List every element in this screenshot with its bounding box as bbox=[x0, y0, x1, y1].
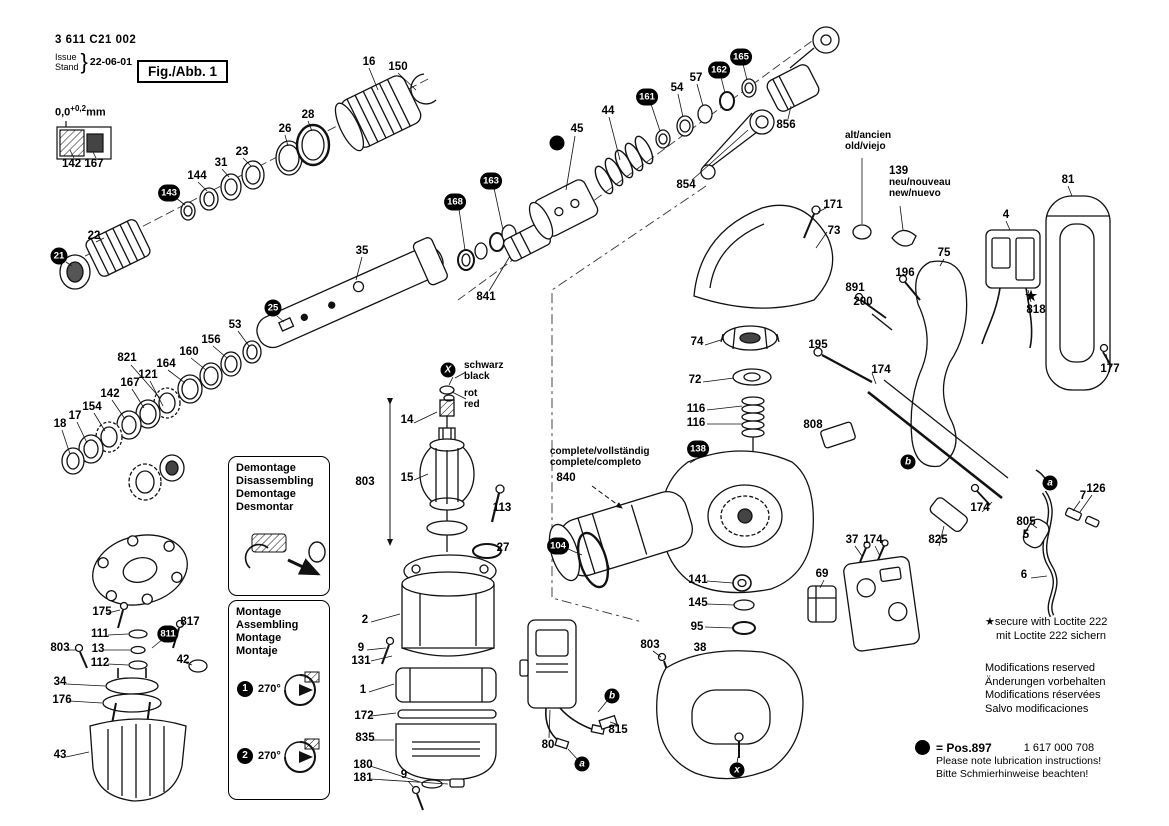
figure-label: Fig./Abb. 1 bbox=[137, 60, 228, 83]
montage-line-3: Montage bbox=[236, 632, 282, 644]
pos-number: 1 617 000 708 bbox=[1023, 741, 1095, 754]
star-icon: ★ bbox=[985, 616, 995, 628]
loctite-note: ★secure with Loctite 222 mit Loctite 222… bbox=[985, 616, 1107, 643]
lubrication-dot-icon bbox=[915, 740, 930, 755]
leader-lines bbox=[61, 63, 1109, 789]
modifications-line-3: Modifications réservées bbox=[985, 689, 1101, 701]
color-black-en: black bbox=[464, 371, 490, 382]
lower-cover-drawing bbox=[656, 650, 804, 780]
brace-glyph: } bbox=[80, 49, 88, 74]
step-1-angle: 270° bbox=[258, 683, 281, 695]
step-2-badge: 2 bbox=[237, 748, 253, 764]
color-variant-note: schwarz black rot red bbox=[464, 360, 503, 410]
pos-label: = Pos.897 bbox=[936, 740, 992, 755]
tolerance-detail-drawing bbox=[56, 121, 112, 160]
old-part-note: alt/ancien old/viejo bbox=[845, 130, 891, 152]
issue-stand-block: Issue Stand } 22-06-01 bbox=[55, 49, 136, 75]
new-part-note: 139 neu/nouveau new/nuevo bbox=[889, 165, 951, 199]
bearing-flange-assembly-drawing bbox=[74, 534, 208, 802]
color-black-de: schwarz bbox=[464, 360, 504, 371]
demontage-illustration bbox=[244, 533, 326, 576]
montage-line-2: Assembling bbox=[236, 619, 299, 631]
modifications-note: Modifications reserved Änderungen vorbeh… bbox=[985, 662, 1105, 716]
complete-line-2: complete/completo bbox=[550, 457, 642, 468]
type-number: 3 611 C21 002 bbox=[55, 34, 137, 46]
striker-assembly-drawing bbox=[59, 73, 437, 290]
demontage-line-4: Desmontar bbox=[236, 501, 294, 513]
tolerance-parts: 142 167 bbox=[62, 158, 104, 170]
old-line-2: old/viejo bbox=[845, 141, 886, 152]
demontage-line-3: Demontage bbox=[236, 488, 296, 500]
pos-note-de: Bitte Schmierhinweise beachten! bbox=[936, 767, 1089, 780]
demontage-box: Demontage Disassembling Demontage Desmon… bbox=[228, 456, 330, 596]
clamshell-housing-drawing bbox=[548, 450, 814, 683]
montage-line-4: Montaje bbox=[236, 645, 278, 657]
title-block: 3 611 C21 002 Issue Stand } 22-06-01 bbox=[55, 34, 136, 75]
demontage-line-2: Disassembling bbox=[236, 475, 314, 487]
stand-label: Stand bbox=[55, 62, 79, 72]
complete-line-1: complete/vollständig bbox=[550, 446, 650, 457]
color-red-de: rot bbox=[464, 388, 478, 399]
tolerance-sup: +0,2 bbox=[70, 104, 87, 113]
step-2-angle: 270° bbox=[258, 750, 281, 762]
tolerance-unit: mm bbox=[86, 106, 106, 119]
old-line-1: alt/ancien bbox=[845, 130, 892, 141]
modifications-line-2: Änderungen vorbehalten bbox=[985, 675, 1106, 688]
step-1-badge: 1 bbox=[237, 681, 253, 697]
pos-note-en: Please note lubrication instructions! bbox=[936, 755, 1102, 767]
motor-assembly-drawing bbox=[381, 385, 505, 811]
tolerance-value: 0,0 bbox=[55, 106, 71, 119]
montage-step-2: 2 270° bbox=[237, 748, 281, 764]
new-line-2: new/nuevo bbox=[889, 188, 941, 199]
complete-note: complete/vollständig complete/completo bbox=[550, 446, 649, 468]
modifications-line-4: Salvo modificaciones bbox=[985, 702, 1089, 715]
loctite-de: mit Loctite 222 sichern bbox=[996, 629, 1107, 642]
issue-date: 22-06-01 bbox=[89, 56, 132, 68]
montage-illustration bbox=[284, 671, 320, 773]
demontage-line-1: Demontage bbox=[236, 462, 296, 474]
montage-box: Montage Assembling Montage Montaje 1 270… bbox=[228, 600, 330, 800]
new-line-1: neu/nouveau bbox=[889, 177, 951, 188]
switch-assembly-drawing bbox=[519, 619, 618, 750]
pos897-legend: = Pos.897 1 617 000 708 Please note lubr… bbox=[915, 740, 1101, 780]
piston-assembly-drawing bbox=[457, 26, 840, 271]
tolerance-note: 0,0+0,2mm bbox=[55, 104, 106, 119]
modifications-line-1: Modifications reserved bbox=[985, 662, 1096, 674]
montage-step-1: 1 270° bbox=[237, 681, 281, 697]
gearbox-assembly-drawing bbox=[693, 204, 917, 455]
issue-label: Issue bbox=[55, 52, 77, 62]
montage-line-1: Montage bbox=[236, 606, 282, 618]
handle-assembly-drawing bbox=[813, 195, 1111, 618]
color-red-en: red bbox=[464, 399, 480, 410]
brush-plate-assembly-drawing bbox=[807, 539, 920, 652]
part-label-139: 139 bbox=[889, 165, 909, 177]
loctite-en: secure with Loctite 222 bbox=[994, 616, 1108, 628]
